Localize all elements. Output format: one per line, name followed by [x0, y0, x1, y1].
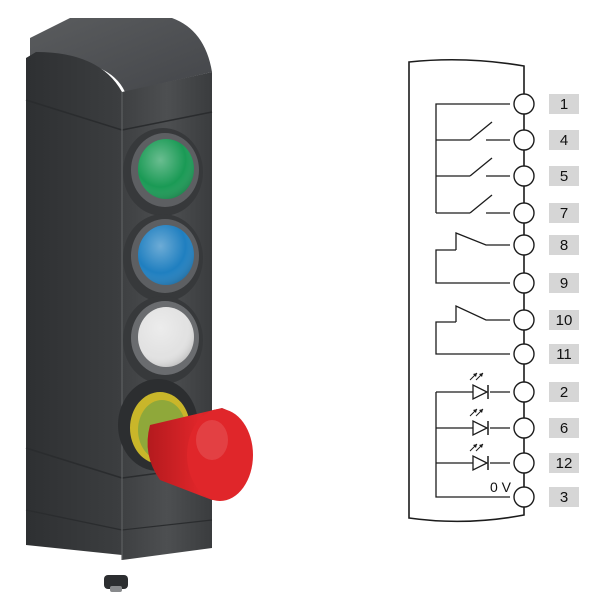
terminal-label: 12 [556, 455, 573, 472]
terminal-3 [513, 486, 535, 508]
terminal-label-box [549, 94, 579, 114]
terminal-label: 2 [560, 384, 568, 401]
cable-connector [104, 575, 128, 592]
terminal-label: 10 [556, 312, 573, 329]
terminal-5 [513, 165, 535, 187]
terminal-label-box [549, 235, 579, 255]
terminal-label-box [549, 203, 579, 223]
terminal-8 [513, 234, 535, 256]
terminal-12 [513, 452, 535, 474]
terminal-label: 6 [560, 420, 568, 437]
emergency-stop-button[interactable] [118, 379, 253, 501]
ground-label: 0 V [490, 479, 512, 495]
terminal-2 [513, 381, 535, 403]
contact-circuits [435, 103, 510, 498]
terminal-label: 4 [560, 132, 568, 149]
terminal-label-box [549, 310, 579, 330]
terminal-label: 3 [560, 489, 568, 506]
terminal-label: 9 [560, 275, 568, 292]
terminal-label-box [549, 166, 579, 186]
terminal-7 [513, 202, 535, 224]
terminal-label-box [549, 453, 579, 473]
terminal-label-box [549, 487, 579, 507]
led-icon [469, 372, 489, 401]
wiring-diagram: 1 4 5 7 8 9 10 11 2 6 12 3 0 V [408, 58, 579, 523]
terminal-11 [513, 343, 535, 365]
terminal-label: 8 [560, 237, 568, 254]
terminal-10 [513, 309, 535, 331]
blue-pushbutton[interactable] [123, 214, 203, 302]
housing-side [26, 52, 122, 555]
terminal-label-box [549, 382, 579, 402]
terminal-label-box [549, 418, 579, 438]
indicator-leds [469, 372, 489, 472]
led-icon [469, 443, 489, 472]
terminal-1 [513, 93, 535, 115]
terminal-6 [513, 417, 535, 439]
green-pushbutton[interactable] [123, 128, 203, 216]
terminal-strip: 1 4 5 7 8 9 10 11 2 6 12 3 [513, 93, 579, 508]
terminal-label: 11 [556, 346, 572, 363]
terminal-4 [513, 129, 535, 151]
white-pushbutton[interactable] [123, 296, 203, 384]
terminal-label: 5 [560, 168, 568, 185]
terminal-label-box [549, 130, 579, 150]
terminal-label-box [549, 344, 579, 364]
terminal-9 [513, 272, 535, 294]
terminal-label: 7 [560, 205, 568, 222]
led-icon [469, 408, 489, 437]
control-station [25, 18, 253, 592]
enclosure-outline [408, 58, 525, 523]
housing-top [30, 18, 212, 92]
terminal-label: 1 [560, 96, 568, 113]
terminal-label-box [549, 273, 579, 293]
